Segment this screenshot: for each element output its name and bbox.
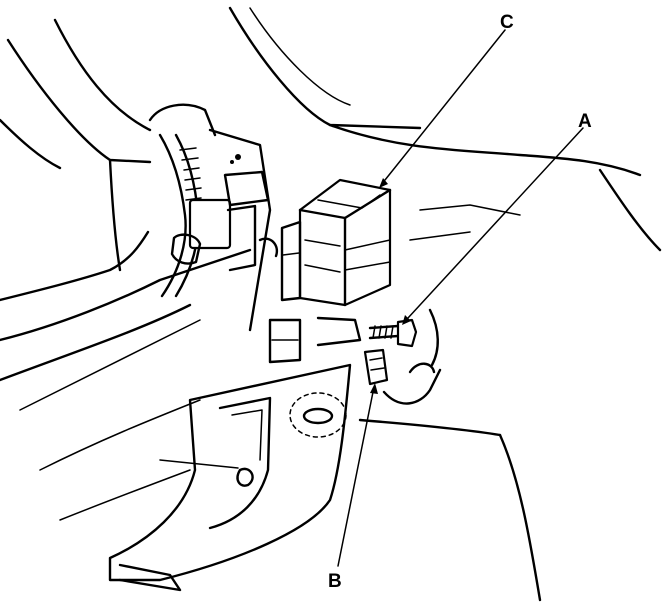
wire-connector xyxy=(363,348,442,405)
callout-label-c: C xyxy=(500,12,514,33)
dashboard-outline xyxy=(0,6,642,177)
callout-label-a: A xyxy=(578,111,592,132)
left-side-panel xyxy=(0,158,252,521)
floor-outline xyxy=(358,168,662,602)
mounting-bracket xyxy=(208,128,302,364)
mounting-bolt xyxy=(316,308,439,367)
lower-trim-panel xyxy=(108,363,352,592)
callout-label-b: B xyxy=(328,571,342,592)
control-unit xyxy=(280,178,392,307)
wiring-harness xyxy=(148,103,232,298)
leader-lines xyxy=(159,29,584,567)
